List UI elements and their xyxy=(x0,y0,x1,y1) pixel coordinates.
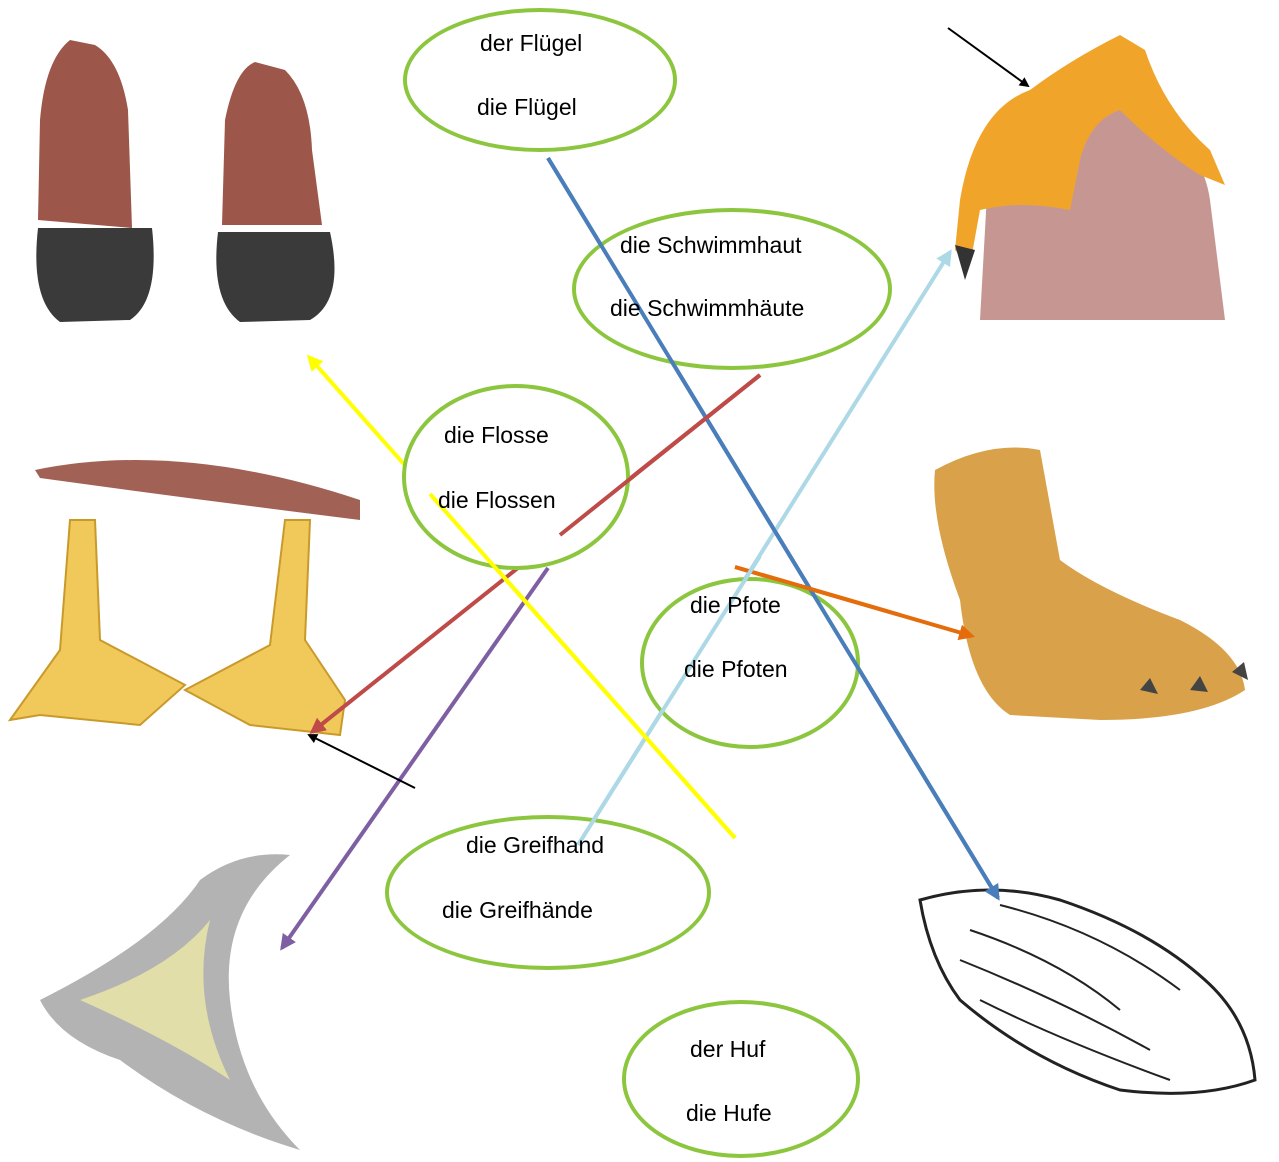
label-schwimmhaut-plural: die Schwimmhäute xyxy=(610,295,804,322)
label-schwimmhaut-singular: die Schwimmhaut xyxy=(620,232,802,259)
webbed-feet-drawing xyxy=(8,440,364,760)
label-huf-singular: der Huf xyxy=(690,1036,765,1063)
paw-drawing xyxy=(888,440,1278,740)
label-fluegel-plural: die Flügel xyxy=(477,94,577,121)
grasping-hand-drawing xyxy=(940,15,1240,325)
oval-flosse xyxy=(402,384,630,570)
fin-drawing xyxy=(10,835,335,1160)
label-greifhand-plural: die Greifhände xyxy=(442,897,593,924)
label-greifhand-singular: die Greifhand xyxy=(466,832,604,859)
oval-huf xyxy=(622,1000,860,1158)
label-huf-plural: die Hufe xyxy=(686,1100,772,1127)
label-flosse-singular: die Flosse xyxy=(444,422,549,449)
label-flosse-plural: die Flossen xyxy=(438,487,556,514)
label-fluegel-singular: der Flügel xyxy=(480,30,582,57)
hoof-drawing xyxy=(8,12,354,348)
label-pfote-plural: die Pfoten xyxy=(684,656,788,683)
wing-drawing xyxy=(900,865,1255,1150)
label-pfote-singular: die Pfote xyxy=(690,592,781,619)
